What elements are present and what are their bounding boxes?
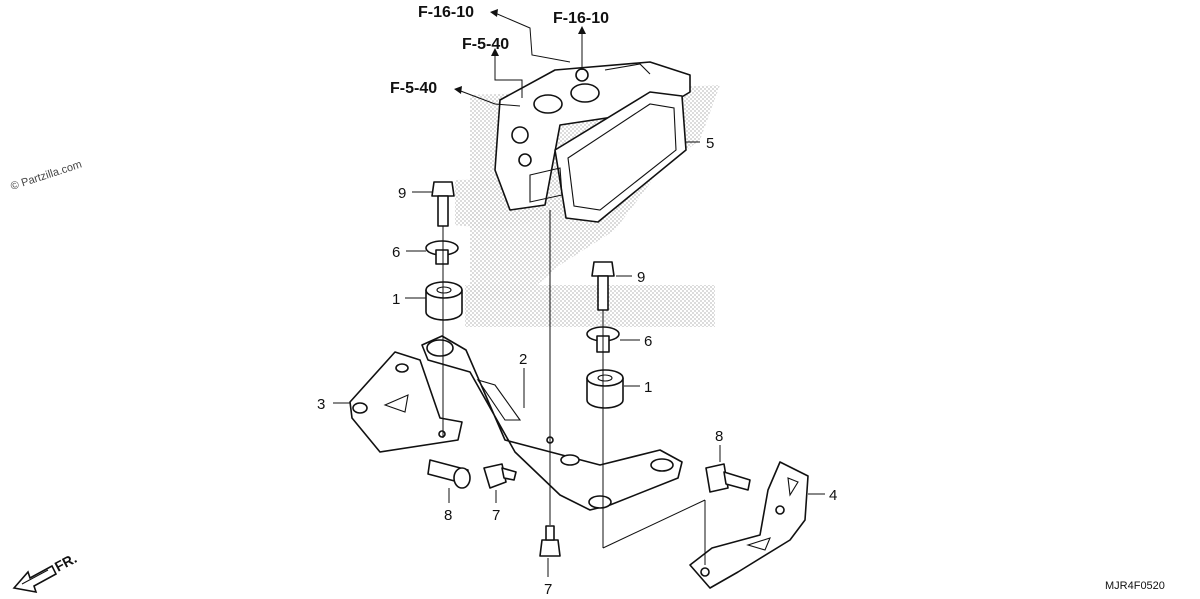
front-label: FR. bbox=[52, 550, 79, 575]
bolt-9-left bbox=[431, 181, 455, 227]
callout-6-right: 6 bbox=[644, 333, 652, 350]
ref-label-f-5-40-upper: F-5-40 bbox=[462, 36, 509, 53]
callout-5: 5 bbox=[706, 135, 714, 152]
callout-4: 4 bbox=[829, 487, 837, 504]
assembly-lines bbox=[442, 210, 706, 565]
rubber-mount-left bbox=[425, 281, 463, 321]
left-bracket bbox=[349, 351, 463, 453]
bolt-9-right bbox=[591, 261, 615, 311]
bolt-7-left bbox=[483, 463, 517, 489]
ref-label-f-16-10-right: F-16-10 bbox=[553, 10, 609, 27]
collar-left bbox=[425, 240, 459, 265]
ref-label-f-16-10-top: F-16-10 bbox=[418, 4, 474, 21]
rubber-mount-right bbox=[586, 369, 624, 409]
watermark-text: © Partzilla.com bbox=[9, 159, 83, 193]
diagram-code: MJR4F0520 bbox=[1105, 580, 1165, 592]
callout-6-left: 6 bbox=[392, 244, 400, 261]
bolt-7-bottom bbox=[539, 525, 561, 557]
abs-modulator bbox=[494, 61, 691, 223]
reference-arrows bbox=[454, 9, 586, 107]
callout-7-bottom: 7 bbox=[544, 581, 552, 598]
callout-1-left: 1 bbox=[392, 291, 400, 308]
bolt-8-right bbox=[705, 463, 751, 493]
callout-3: 3 bbox=[317, 396, 325, 413]
callout-7-left: 7 bbox=[492, 507, 500, 524]
bolt-8-left bbox=[427, 459, 471, 489]
callout-9-left: 9 bbox=[398, 185, 406, 202]
ref-label-f-5-40-lower: F-5-40 bbox=[390, 80, 437, 97]
callout-2: 2 bbox=[519, 351, 527, 368]
callout-8-right: 8 bbox=[715, 428, 723, 445]
front-arrow-icon bbox=[12, 564, 58, 594]
callout-leaders bbox=[333, 141, 825, 577]
right-bracket bbox=[689, 461, 809, 589]
callout-1-right: 1 bbox=[644, 379, 652, 396]
callout-9-right: 9 bbox=[637, 269, 645, 286]
callout-8-left: 8 bbox=[444, 507, 452, 524]
